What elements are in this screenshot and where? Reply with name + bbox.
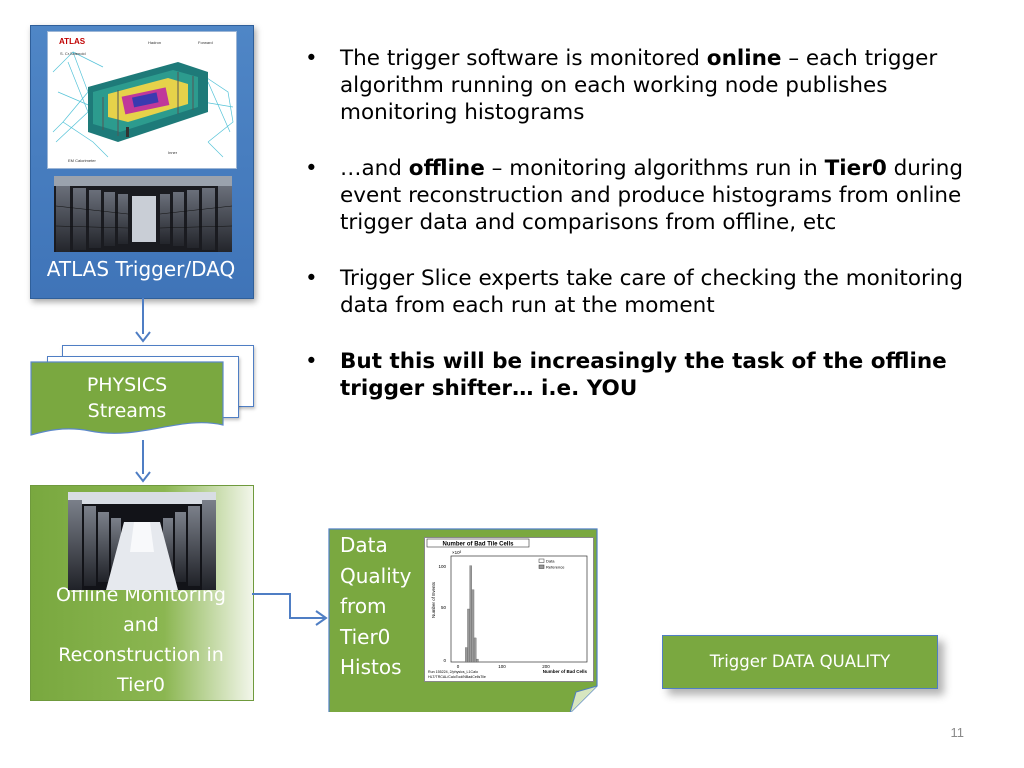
physics-streams-document [30,361,224,436]
offline-line-2: and [123,614,159,636]
text-run: Trigger Slice experts take care of check… [340,266,964,318]
histogram-bar [469,565,472,663]
bullet-item: • Trigger Slice experts take care of chec… [305,265,965,319]
bullet-dot-icon: • [305,156,318,181]
dq-line-3: from [340,594,387,618]
dq-line-5: Histos [340,655,402,679]
y-tick-label: 100 [438,564,446,569]
bullet-item: • The trigger software is monitored onlin… [305,45,965,126]
text-run: – monitoring algorithms run in [484,156,825,181]
bullet-item: • …and offline – monitoring algorithms ru… [305,155,965,236]
text-run: – each trigger algorithm running on each… [340,46,938,125]
physics-label-line2: Streams [87,400,167,422]
text-run: The trigger software is monitored [340,46,707,71]
atlas-detector-drawing: S. Cr.Solenoid Hadron Forward EM Calorime… [48,32,236,168]
histogram-footer-1: Run 155224, 2/physics_L1Calo [428,670,478,674]
y-tick-label: 0 [443,658,446,663]
histogram-exponent: ×10³ [452,550,462,555]
bullet-text: Trigger Slice experts take care of check… [340,266,963,318]
svg-text:Forward: Forward [198,40,213,45]
dq-line-1: Data [340,533,388,557]
histogram-ylabel: Number of Events [431,581,436,618]
histogram-xlabel: Number of Bad Cells [543,669,588,674]
histogram-bar [476,658,479,663]
arrow-daq-to-streams [142,298,144,334]
bullet-dot-icon: • [305,349,318,374]
x-tick-label: 200 [542,664,550,669]
x-tick-label: 0 [457,664,460,669]
bold-text: offline [408,156,485,181]
bullet-item: • But this will be increasingly the task … [305,348,965,402]
arrow-tier0-to-dq [252,593,328,626]
offline-line-4: Tier0 [117,674,165,696]
dq-line-4: Tier0 [340,624,391,649]
histogram-frame [450,555,588,663]
bullet-list: • The trigger software is monitored onlin… [305,45,965,431]
datacenter-drawing [68,492,216,590]
bold-text: Tier0 [824,156,887,181]
bullet-dot-icon: • [305,46,318,71]
text-run: …and [340,156,409,181]
histogram-bar [471,589,475,663]
data-quality-text: Data Quality from Tier0 Histos [340,530,420,683]
arrow-head-1-icon [135,331,151,343]
atlas-logo: ATLAS [59,37,86,46]
histogram-chart: Number of Bad Tile Cells ×10³ Number of … [426,538,588,679]
histogram-panel: Number of Bad Tile Cells ×10³ Number of … [424,537,594,682]
physics-streams-label: PHYSICS Streams [30,372,224,424]
histogram-footer-2: HLT/TRCAL/CaloTool/NBadCellsTile [428,675,486,679]
legend-data-swatch [538,558,545,563]
datacenter-image [68,492,216,590]
svg-text:EM Calorimeter: EM Calorimeter [68,158,96,163]
arrow-streams-to-tier0 [142,440,144,474]
bold-text: online [706,46,782,71]
histogram-bar [473,637,477,663]
atlas-detector-image: S. Cr.Solenoid Hadron Forward EM Calorime… [47,31,237,169]
physics-label-line1: PHYSICS [86,374,168,396]
legend-data: Data [546,559,555,564]
bullet-text: …and offline – monitoring algorithms run… [340,156,963,235]
histogram-title: Number of Bad Tile Cells [443,542,515,548]
svg-text:S. Cr.Solenoid: S. Cr.Solenoid [60,51,86,56]
x-tick-label: 100 [498,664,506,669]
server-rack-drawing [54,176,232,252]
page-number: 11 [950,725,965,740]
trigger-data-quality-box: Trigger DATA QUALITY [662,635,938,689]
text-run: during event reconstruction and produce … [340,156,963,235]
arrow-head-2-icon [135,471,151,483]
offline-monitoring-label: Offline Monitoring and Reconstruction in… [30,580,252,700]
bullet-text: The trigger software is monitored online… [340,46,937,125]
legend-reference-swatch [538,564,545,569]
histogram-bar [467,608,470,663]
server-rack-image [54,176,232,252]
svg-text:Inner: Inner [168,150,178,155]
bullet-text: But this will be increasingly the task o… [340,349,947,401]
bullet-dot-icon: • [305,266,318,291]
offline-line-3: Reconstruction in [58,644,224,666]
trigger-daq-label: ATLAS Trigger/DAQ [46,257,236,281]
svg-text:Hadron: Hadron [148,40,161,45]
y-tick-label: 50 [441,605,447,610]
bold-text: But this will be increasingly the task o… [340,349,947,401]
histogram-bar [465,647,468,663]
dq-line-2: Quality [340,563,412,588]
legend-reference: Reference [546,565,565,570]
